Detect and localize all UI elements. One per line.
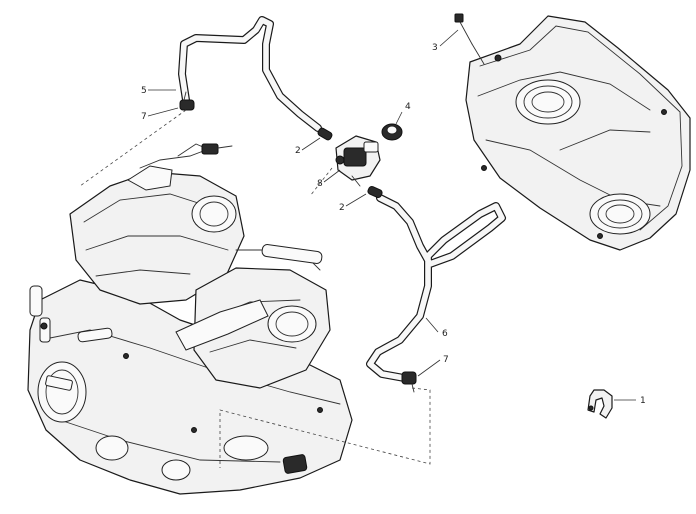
clip-1 xyxy=(587,389,613,419)
clutch-cover xyxy=(37,361,87,423)
engine-badge xyxy=(45,375,73,391)
callout-2-upper: 2 xyxy=(295,146,301,156)
callout-4: 4 xyxy=(405,102,411,112)
callout-1: 1 xyxy=(640,396,646,406)
connector-2-lower xyxy=(367,185,383,199)
solenoid-valve-8 xyxy=(335,135,381,187)
reference-lines xyxy=(79,109,431,468)
engine-assembly xyxy=(27,143,353,495)
callout-7-upper: 7 xyxy=(141,112,147,122)
leader-lines xyxy=(147,29,636,401)
rear-cylinder xyxy=(193,267,331,389)
clamp-7-upper xyxy=(179,91,195,111)
airbox-cover xyxy=(465,15,691,251)
cap-4 xyxy=(381,123,403,141)
hose-6 xyxy=(178,16,322,132)
sensor-connector xyxy=(201,143,219,155)
front-intake-port xyxy=(191,195,237,233)
connector-2-upper xyxy=(317,127,333,141)
oil-filler-cap xyxy=(223,435,269,461)
callout-8: 8 xyxy=(317,179,323,189)
callout-2-lower: 2 xyxy=(339,203,345,213)
bolt-3 xyxy=(454,13,485,65)
clamp-7-lower xyxy=(401,371,417,393)
callout-3: 3 xyxy=(432,43,438,53)
callout-5: 6 xyxy=(442,329,448,339)
callout-labels: 5 7 2 2 8 4 3 6 7 1 xyxy=(141,43,646,406)
rear-intake-port xyxy=(267,305,317,343)
callout-6: 5 xyxy=(141,86,147,96)
callout-7-lower: 7 xyxy=(443,355,449,365)
hose-5 xyxy=(366,194,506,382)
airbox-intake-front xyxy=(515,79,581,125)
